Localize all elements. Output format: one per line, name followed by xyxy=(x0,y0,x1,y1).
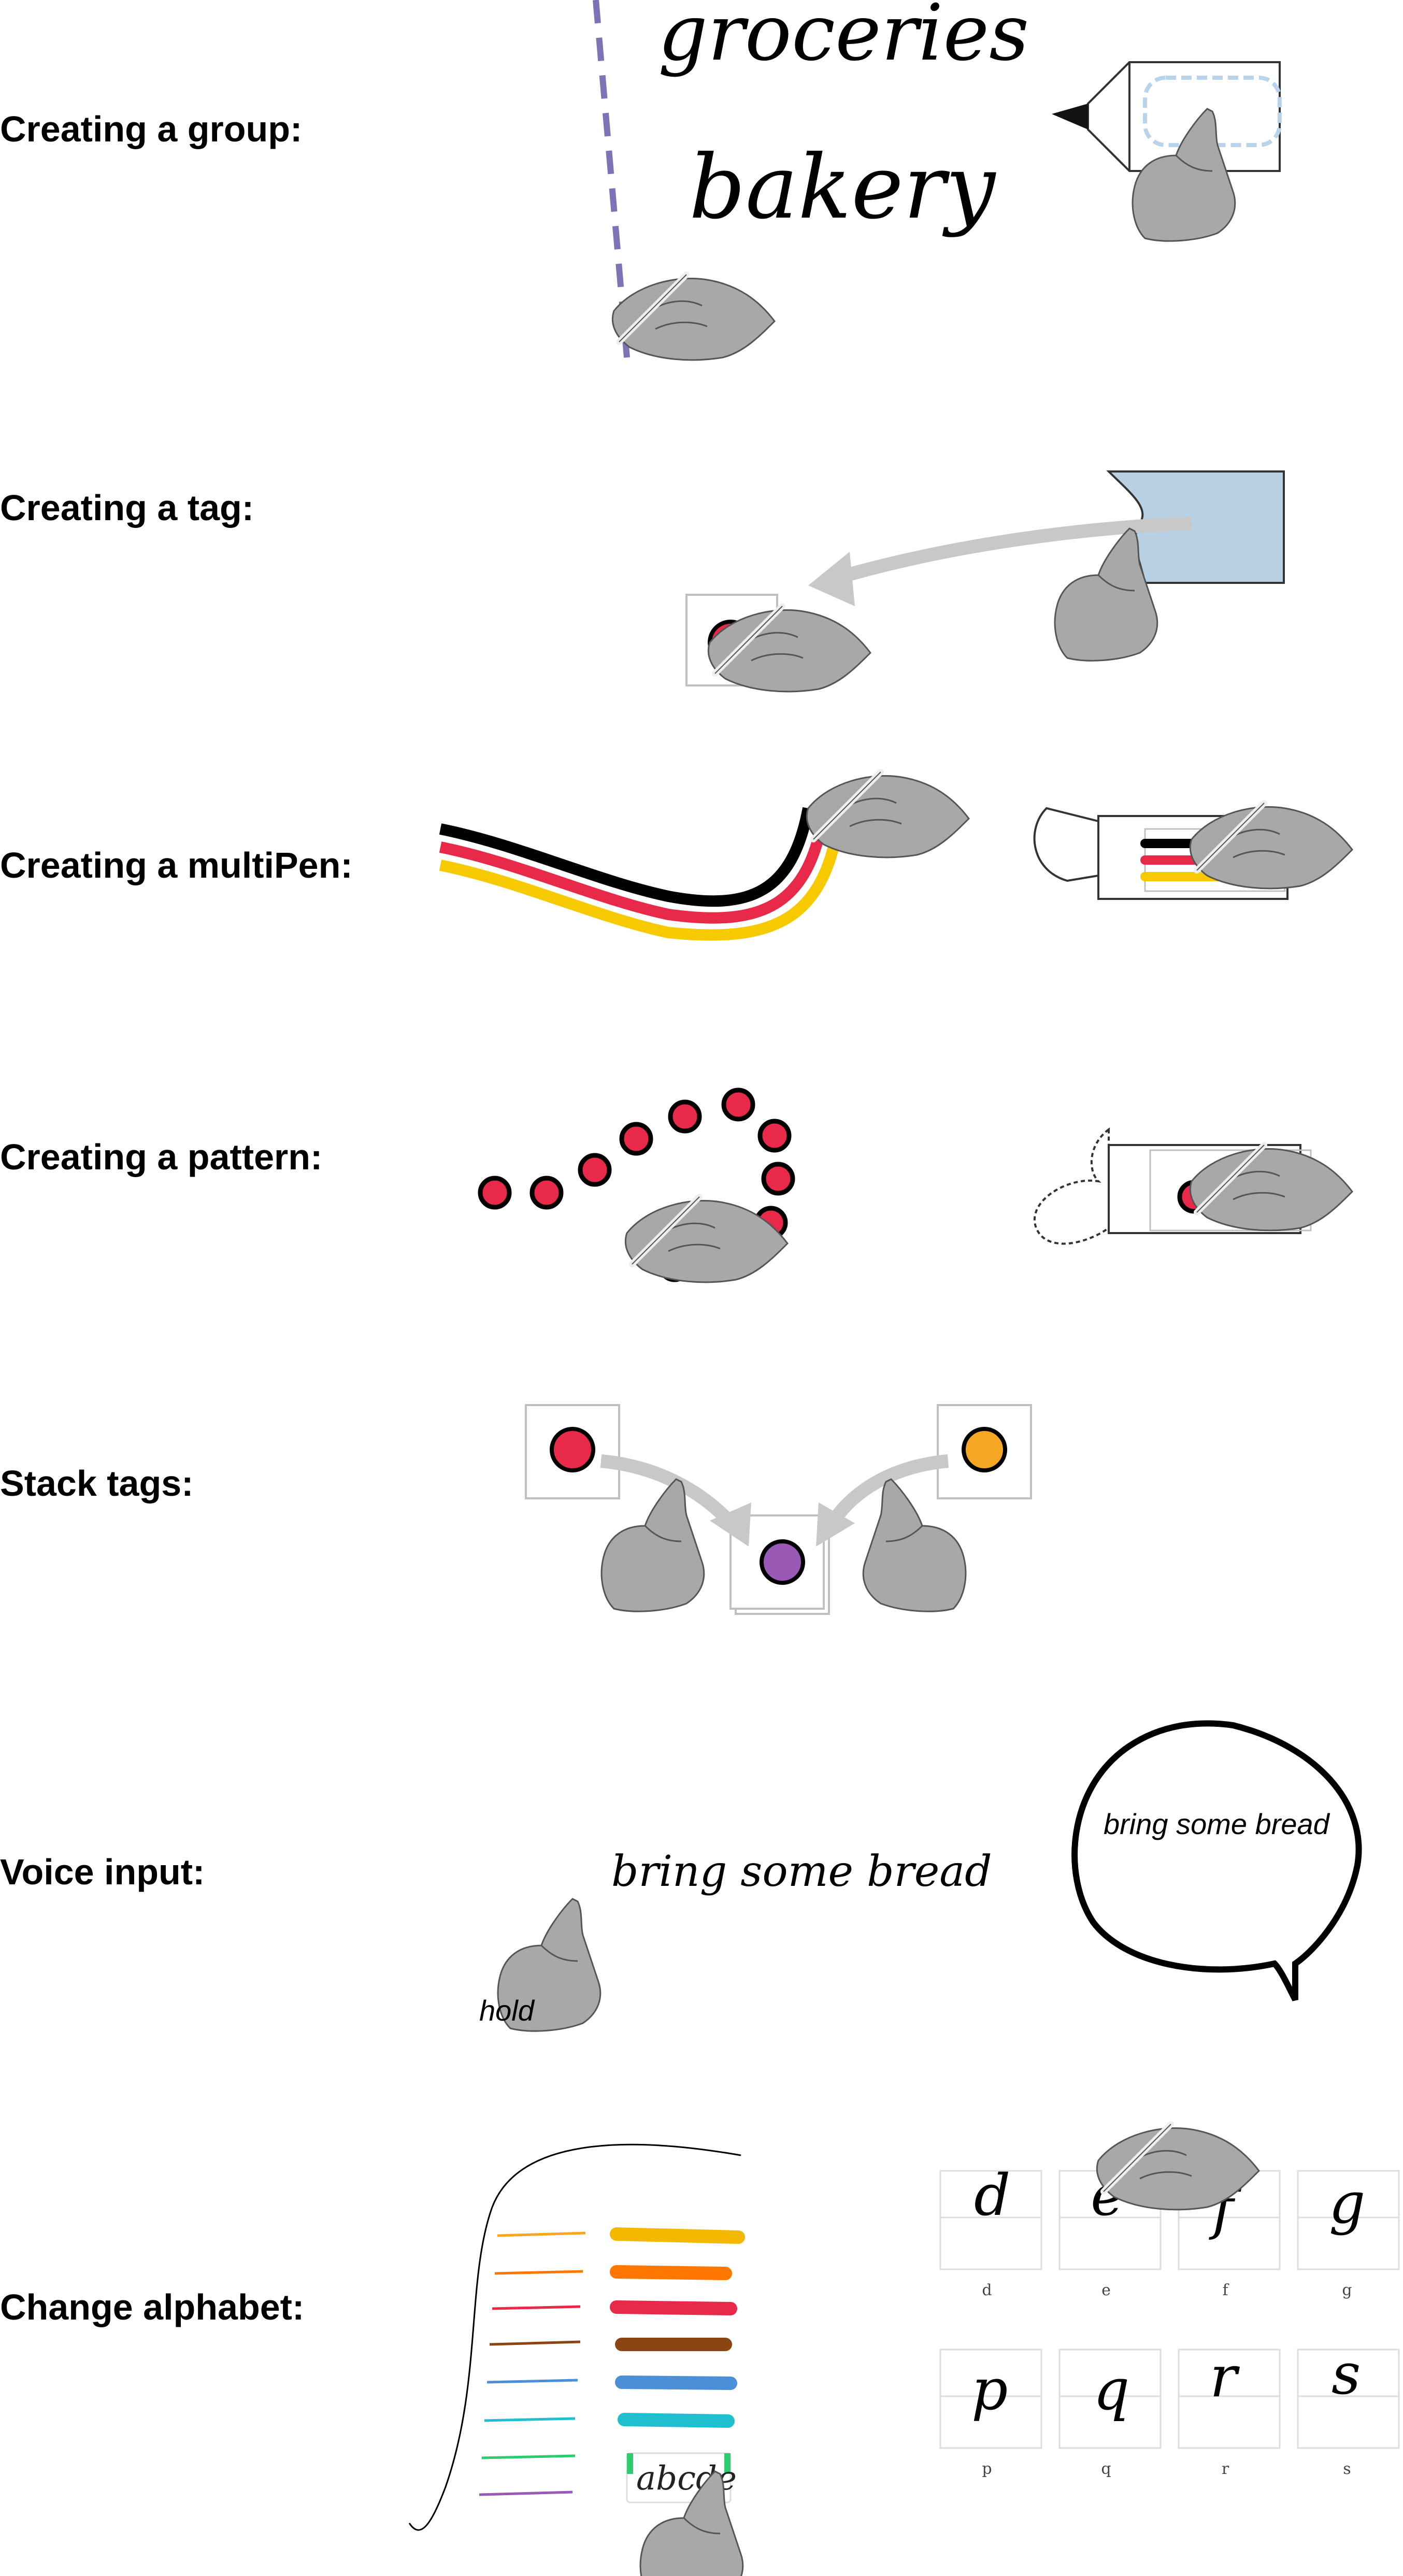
alphabet-card-glyph: d xyxy=(974,2162,1010,2228)
row-label-stack: Stack tags: xyxy=(0,1463,194,1504)
pattern-row xyxy=(478,1087,1352,1282)
alphabet-card-glyph: r xyxy=(1210,2343,1240,2410)
hand-with-pen-icon xyxy=(807,772,969,857)
group-word-groceries: groceries xyxy=(658,0,1029,78)
voice-bubble-text: bring some bread xyxy=(1104,1808,1330,1840)
alphabet-card[interactable]: d d xyxy=(939,2162,1042,2299)
alphabet-color-strokes xyxy=(479,2227,745,2496)
row-label-voice: Voice input: xyxy=(0,1852,205,1892)
stack-dot-yellow xyxy=(962,1427,1007,1472)
marker-icon xyxy=(1052,61,1282,242)
hand-with-pen-icon xyxy=(612,275,775,360)
alphabet-card-glyph: p xyxy=(971,2356,1008,2423)
alphabet-menu-outline xyxy=(408,2143,741,2531)
tag-row xyxy=(685,470,1285,692)
alphabet-card-caption: p xyxy=(982,2460,992,2478)
alphabet-card-caption: s xyxy=(1343,2460,1351,2478)
alphabet-card-caption: e xyxy=(1101,2281,1111,2299)
group-row: groceries bakery xyxy=(593,0,1282,360)
speech-bubble-icon xyxy=(1071,1720,1362,2001)
alphabet-card-glyph: g xyxy=(1329,2170,1365,2236)
alphabet-card-caption: q xyxy=(1101,2460,1111,2478)
curved-arrow-icon xyxy=(827,517,1192,587)
row-label-multipen: Creating a multiPen: xyxy=(0,845,353,885)
alphabet-card[interactable]: p p xyxy=(939,2349,1042,2478)
row-label-pattern: Creating a pattern: xyxy=(0,1137,323,1177)
stack-row xyxy=(525,1404,1032,1615)
alphabet-card[interactable]: s s xyxy=(1297,2341,1400,2478)
voice-hold-label: hold xyxy=(479,1994,535,2027)
marker-icon xyxy=(1033,803,1352,900)
alphabet-card[interactable]: r r xyxy=(1178,2343,1281,2478)
alphabet-card-glyph: q xyxy=(1093,2356,1129,2423)
stack-dot-purple xyxy=(760,1539,805,1585)
alphabet-card-caption: r xyxy=(1222,2460,1229,2478)
stack-dot-red xyxy=(550,1427,595,1472)
row-label-group: Creating a group: xyxy=(0,109,303,149)
alphabet-card-caption: f xyxy=(1222,2281,1229,2299)
marker-icon xyxy=(1034,1127,1352,1245)
row-label-alphabet: Change alphabet: xyxy=(0,2287,305,2327)
group-word-bakery: bakery xyxy=(689,136,996,239)
voice-handwritten-text: bring some bread xyxy=(611,1847,992,1896)
alphabet-card-glyph: s xyxy=(1332,2341,1361,2407)
alphabet-card[interactable]: g g xyxy=(1297,2170,1400,2299)
group-dashed-line xyxy=(593,0,630,358)
alphabet-card[interactable]: q q xyxy=(1058,2349,1162,2478)
alphabet-card-caption: g xyxy=(1342,2281,1352,2299)
multipen-row xyxy=(439,772,1352,941)
voice-row: bring some bread hold bring some bread xyxy=(479,1720,1362,2032)
alphabet-row: abcde d d é e f f xyxy=(408,2124,1400,2576)
alphabet-card-caption: d xyxy=(982,2281,992,2299)
row-label-tag: Creating a tag: xyxy=(0,488,254,528)
